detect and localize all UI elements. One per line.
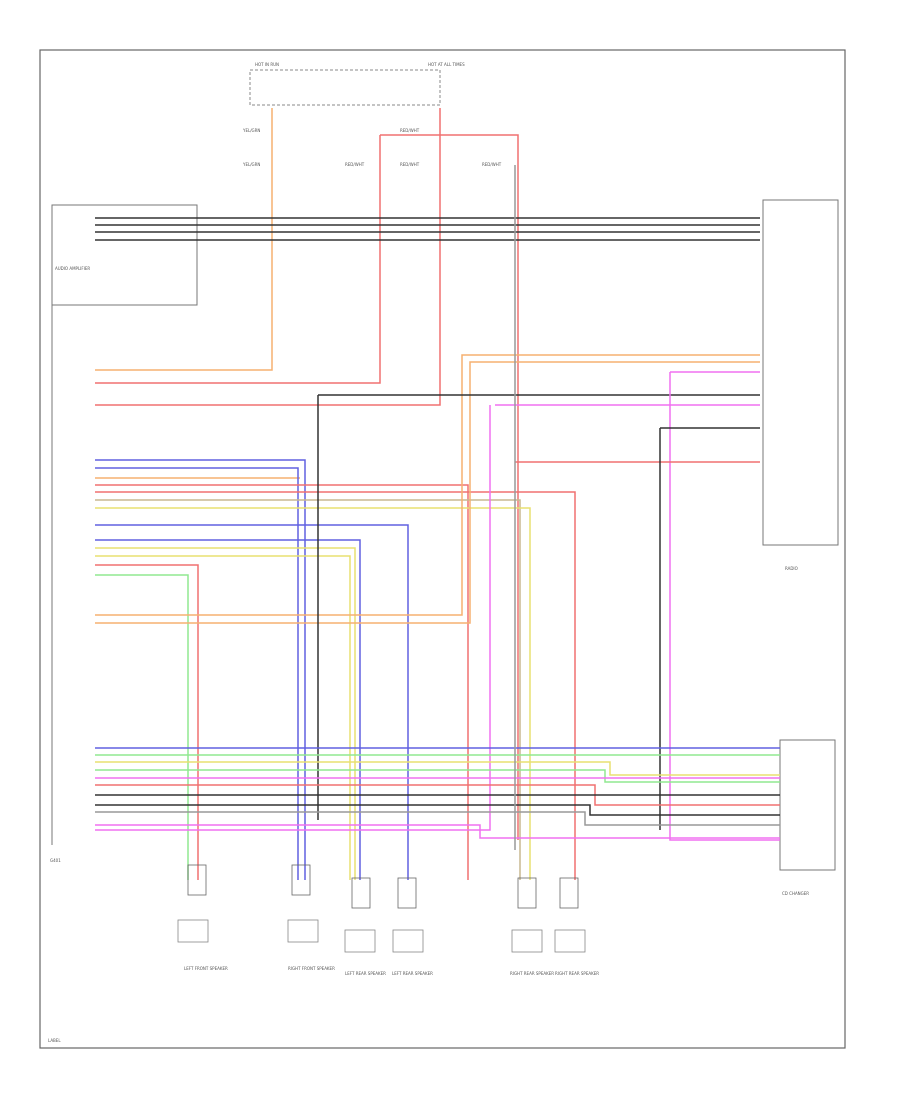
speaker-left-front: LEFT FRONT SPEAKER	[177, 864, 228, 971]
wire-blue-17	[95, 539, 361, 880]
wire-gray-41	[95, 811, 780, 826]
bottom-left-corner-label: LABEL	[48, 1038, 61, 1043]
wire-orange-23	[95, 361, 760, 624]
wire-pink-25	[95, 405, 491, 831]
wire-orange-22	[95, 354, 760, 616]
speaker-right-rear-a: RIGHT REAR SPEAKER	[510, 877, 554, 976]
wire-green-20	[95, 574, 189, 880]
wire-red-12	[95, 484, 469, 880]
wire-red-3	[95, 135, 381, 384]
wire-red-1	[95, 108, 441, 406]
diagram-frame	[39, 49, 846, 1049]
wire-blue-11	[95, 467, 299, 880]
module-right-label: RADIO	[785, 566, 798, 571]
top-fuse-box	[249, 69, 441, 106]
wire-yellow-19	[95, 555, 351, 880]
yellow-wire-label-b: YEL/GRN	[242, 162, 260, 167]
wire-red-21	[95, 564, 199, 880]
speaker-left-rear-a: LEFT REAR SPEAKER	[344, 877, 386, 976]
wire-black-40	[95, 804, 780, 816]
wire-yellow-35	[95, 761, 780, 776]
module-left-label: AUDIO AMPLIFIER	[55, 266, 90, 271]
red-wire-label-c: RED/WHT	[400, 162, 420, 167]
ground-left-label: G401	[50, 858, 61, 863]
cd-changer-box	[779, 739, 836, 871]
wire-orange-0	[95, 108, 273, 371]
speaker-right-front: RIGHT FRONT SPEAKER	[287, 864, 335, 971]
wire-green-36	[95, 769, 780, 783]
module-bottom-right-label: CD CHANGER	[782, 891, 809, 896]
red-wire-label-b: RED/WHT	[400, 128, 420, 133]
wire-red-13	[95, 491, 576, 880]
yellow-wire-label-a: YEL/GRN	[242, 128, 260, 133]
speaker-right-rear-b: RIGHT REAR SPEAKER	[554, 877, 599, 976]
speaker-left-rear-b: LEFT REAR SPEAKER	[392, 877, 433, 976]
speaker-label-5: RIGHT REAR SPEAKER	[510, 971, 554, 976]
top-right-relay-label: HOT AT ALL TIMES	[428, 62, 465, 67]
wire-pink-29	[669, 372, 780, 841]
speaker-label-1: LEFT FRONT SPEAKER	[184, 966, 228, 971]
wire-tan-14	[95, 499, 521, 880]
right-module-box	[762, 199, 839, 546]
speaker-label-4: LEFT REAR SPEAKER	[392, 971, 433, 976]
speaker-label-2: RIGHT FRONT SPEAKER	[288, 966, 335, 971]
wire-group	[95, 108, 780, 880]
red-wire-label-d: RED/WHT	[482, 162, 502, 167]
wire-blue-10	[95, 459, 306, 880]
red-wire-label-a: RED/WHT	[345, 162, 365, 167]
wire-pink-42	[95, 824, 780, 839]
speaker-label-6: RIGHT REAR SPEAKER	[555, 971, 599, 976]
top-left-relay-label: HOT IN RUN	[255, 62, 279, 67]
wire-red-4	[440, 134, 519, 840]
left-module-box	[51, 204, 198, 306]
speaker-label-3: LEFT REAR SPEAKER	[345, 971, 386, 976]
wire-blue-16	[95, 524, 409, 880]
wire-yellow-15	[95, 507, 531, 880]
